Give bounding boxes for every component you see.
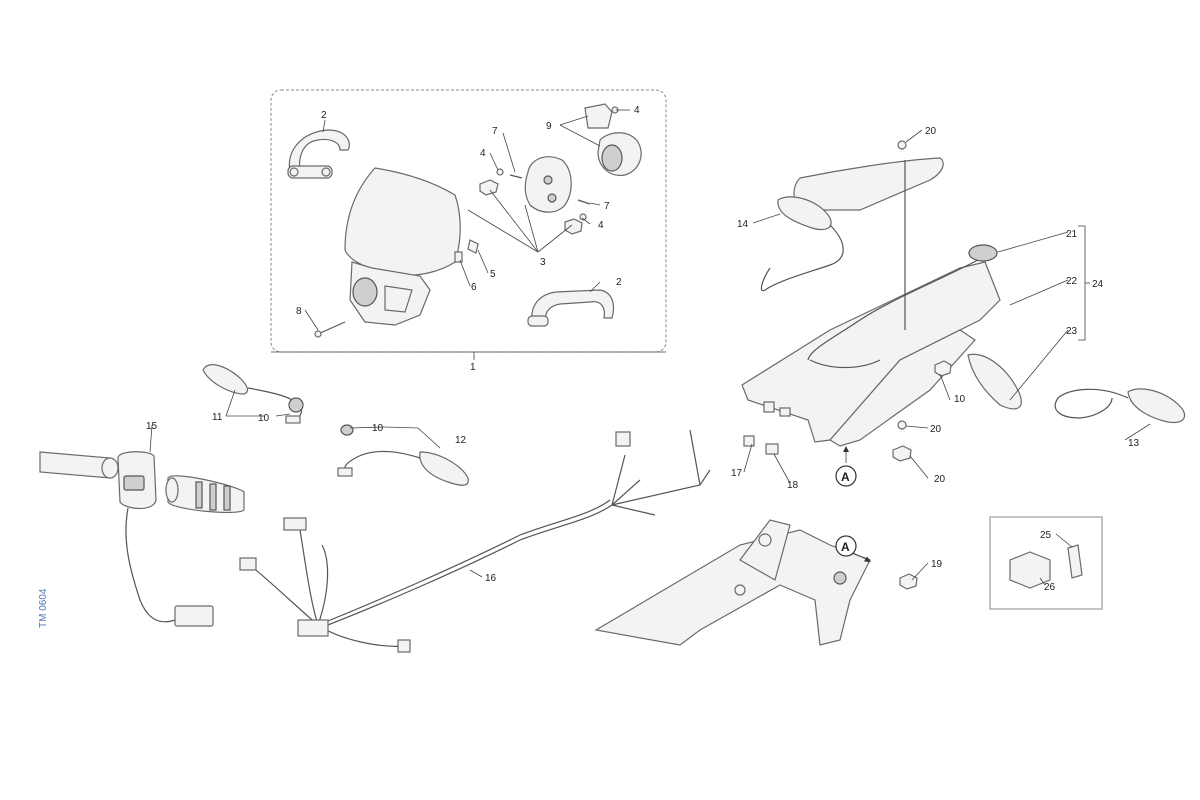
throttle-grip <box>165 475 245 514</box>
callout-10-rear: 10 <box>954 394 966 405</box>
screw-7b <box>577 199 591 205</box>
nut-4b <box>564 218 583 235</box>
turn-signal-rear-right <box>1054 388 1186 424</box>
headlight-mask <box>344 167 461 326</box>
relay-box-frame <box>989 516 1103 610</box>
callout-7-top: 7 <box>492 126 498 137</box>
nut-4a <box>479 179 499 196</box>
callout-22: 22 <box>1066 276 1078 287</box>
callout-10-front-right: 10 <box>372 423 384 434</box>
callout-1: 1 <box>470 362 476 373</box>
leader-lines <box>149 109 1151 586</box>
callout-12: 12 <box>455 435 467 446</box>
callout-4-right: 4 <box>598 220 604 231</box>
callout-6: 6 <box>471 282 477 293</box>
fender-bolts <box>743 140 952 462</box>
callout-15: 15 <box>146 421 158 432</box>
svg-text:A: A <box>841 470 850 484</box>
callout-20-mid: 20 <box>930 424 942 435</box>
reference-marker-a-upper: A <box>835 465 857 487</box>
callout-2-upper: 2 <box>321 110 327 121</box>
callout-2-lower: 2 <box>616 277 622 288</box>
callout-5: 5 <box>490 269 496 280</box>
callout-8: 8 <box>296 306 302 317</box>
fastener-5 <box>467 239 479 254</box>
callout-20-top: 20 <box>925 126 937 137</box>
callout-16: 16 <box>485 573 497 584</box>
callout-13: 13 <box>1128 438 1140 449</box>
callout-25: 25 <box>1040 530 1052 541</box>
turn-signal-front-left <box>202 364 304 424</box>
callout-19: 19 <box>931 559 943 570</box>
callout-23: 23 <box>1066 326 1078 337</box>
callout-11: 11 <box>212 412 223 423</box>
bracket-24 <box>1078 225 1090 341</box>
callout-26: 26 <box>1044 582 1056 593</box>
headlight-clamp-lower <box>527 289 615 327</box>
callout-9: 9 <box>546 121 552 132</box>
callout-3: 3 <box>540 257 546 268</box>
callout-17: 17 <box>731 468 743 479</box>
headlight-socket <box>584 103 642 177</box>
turn-signal-front-right <box>337 424 469 486</box>
callout-18: 18 <box>787 480 799 491</box>
handlebar-switch <box>39 451 214 627</box>
rear-fender <box>741 157 1022 447</box>
relay-bracket <box>1067 544 1083 579</box>
svg-text:A: A <box>841 540 850 554</box>
relay <box>1009 551 1051 589</box>
callout-4-left: 4 <box>480 148 486 159</box>
callout-4-top: 4 <box>634 105 640 116</box>
license-light-cable <box>807 259 979 369</box>
document-code: TM 0604 <box>38 588 49 628</box>
callout-24: 24 <box>1092 279 1104 290</box>
callout-14: 14 <box>737 219 749 230</box>
turn-signal-rear-left <box>760 196 844 292</box>
reference-marker-a-lower: A <box>835 535 857 557</box>
fastener-6 <box>454 251 463 263</box>
headlight-bracket <box>524 156 572 213</box>
wiring-harness <box>239 429 711 653</box>
callout-21: 21 <box>1066 229 1078 240</box>
callout-20-bottom: 20 <box>934 474 946 485</box>
screw-7a <box>509 174 523 179</box>
callout-10-front-left: 10 <box>258 413 270 424</box>
headlight-clamp-upper <box>287 129 350 179</box>
leader-3 <box>467 189 573 253</box>
frame-section <box>594 519 918 646</box>
mask-screw <box>314 321 346 338</box>
callout-7-right: 7 <box>604 201 610 212</box>
